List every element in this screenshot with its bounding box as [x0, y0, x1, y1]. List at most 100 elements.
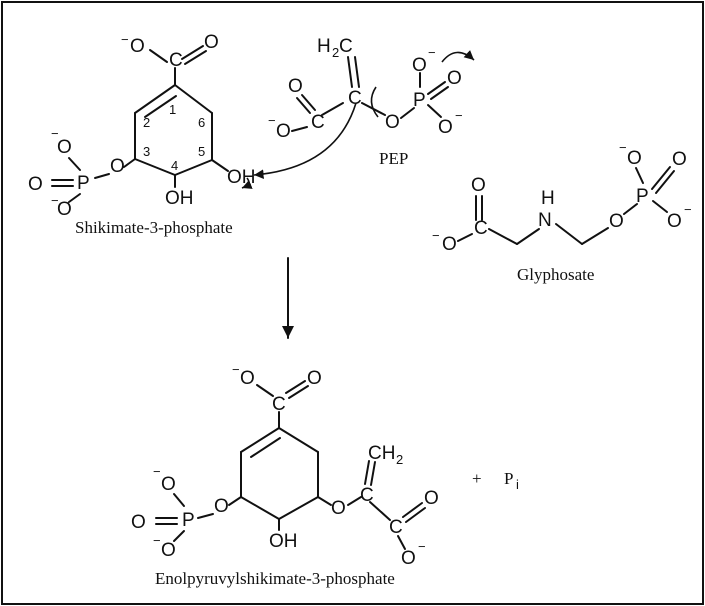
atom-label: O [672, 149, 687, 170]
bond-line [427, 104, 442, 118]
bond-line [427, 81, 446, 95]
bond-line [278, 427, 319, 453]
atom-label: O [307, 368, 322, 389]
inorganic-phosphate-subscript: i [516, 477, 519, 492]
atom-label: N [538, 210, 552, 231]
inorganic-phosphate-label: P [504, 469, 513, 488]
bond-line [296, 97, 311, 114]
atom-label: 2 [396, 452, 403, 467]
bond-line [581, 227, 609, 245]
bond-line [321, 102, 344, 116]
bond-line [364, 460, 370, 485]
atom-label: 2 [143, 115, 150, 130]
bond-line [400, 107, 415, 119]
atom-label: − [619, 140, 627, 155]
atom-label: − [455, 108, 463, 123]
atom-label: 5 [198, 144, 205, 159]
bond-line [623, 203, 638, 215]
bond-line [430, 86, 449, 100]
bond-line [369, 501, 391, 521]
atom-label: O [471, 175, 486, 196]
bond-line [635, 167, 644, 184]
bond-line [347, 496, 362, 506]
atom-label: O [214, 496, 229, 517]
atom-label: O [447, 68, 462, 89]
atom-label: 1 [169, 102, 176, 117]
atom-label: C [339, 36, 353, 57]
atom-label: − [684, 202, 692, 217]
bond-line [123, 158, 136, 168]
atom-label: O [412, 55, 427, 76]
bond-line [555, 223, 583, 245]
atom-label: P [77, 173, 90, 194]
plus-sign: + [472, 469, 482, 488]
pep-structure: H 2 C C C O − O O P O − O O − PEP [268, 36, 463, 168]
bond-line [370, 461, 376, 486]
bond-line [173, 530, 185, 542]
atom-label: O [424, 488, 439, 509]
phosphate-electron-arrow [441, 50, 475, 63]
bond-line [184, 50, 207, 65]
bond-line [174, 159, 213, 176]
bond-line [301, 94, 316, 111]
bond-line [68, 193, 81, 203]
shikimate-atom-labels: C − O O 1 2 3 4 5 6 O P O − O − O OH OH … [28, 32, 256, 237]
atom-label: − [432, 228, 440, 243]
epsp-structure: − O C O OH O P O O − O − O C [131, 362, 439, 588]
bond-line [228, 496, 242, 506]
atom-label: OH [165, 188, 194, 209]
atom-label: O [627, 148, 642, 169]
atom-label: C [272, 394, 286, 415]
bond-line [354, 56, 360, 88]
atom-label: O [131, 512, 146, 533]
atom-label: O [204, 32, 219, 53]
atom-label: O [110, 156, 125, 177]
atom-label: Shikimate-3-phosphate [75, 218, 233, 237]
bond-line [240, 496, 280, 520]
bond-line [405, 507, 426, 523]
atom-label: 6 [198, 115, 205, 130]
atom-label: C [389, 517, 403, 538]
atom-label: PEP [379, 149, 408, 168]
atom-label: CH [368, 443, 395, 464]
bond-line [652, 200, 668, 213]
atom-label: O [401, 548, 416, 569]
atom-label: C [169, 50, 183, 71]
atom-label: − [268, 113, 276, 128]
bond-line [134, 158, 176, 176]
bond-line [94, 173, 110, 179]
atom-label: OH [269, 531, 298, 552]
atom-label: C [474, 218, 488, 239]
atom-label: O [331, 498, 346, 519]
bond-line [144, 95, 177, 118]
bond-line [361, 102, 386, 116]
bond-line [516, 228, 540, 245]
atom-label: − [418, 539, 426, 554]
atom-label: − [153, 464, 161, 479]
atom-label: H [317, 36, 331, 57]
atom-label: O [130, 36, 145, 57]
atom-label: Glyphosate [517, 265, 594, 284]
atom-label: O [442, 234, 457, 255]
shikimate-3-phosphate-structure [51, 45, 229, 203]
atom-label: O [385, 112, 400, 133]
bond-line [488, 228, 518, 245]
atom-label: Enolpyruvylshikimate-3-phosphate [155, 569, 395, 588]
bond-line [211, 159, 229, 172]
atom-label: O [57, 199, 72, 220]
atom-label: O [57, 137, 72, 158]
atom-label: O [609, 211, 624, 232]
atom-label: O [161, 474, 176, 495]
atom-label: 3 [143, 144, 150, 159]
nucleophilic-attack-arrow [253, 102, 357, 179]
atom-label: − [51, 126, 59, 141]
bond-line [291, 126, 308, 132]
atom-label: − [153, 533, 161, 548]
oh-electron-arrow [241, 177, 253, 189]
bond-cleavage-mark [370, 86, 379, 118]
bond-line [197, 513, 214, 519]
atom-label: P [182, 510, 195, 531]
